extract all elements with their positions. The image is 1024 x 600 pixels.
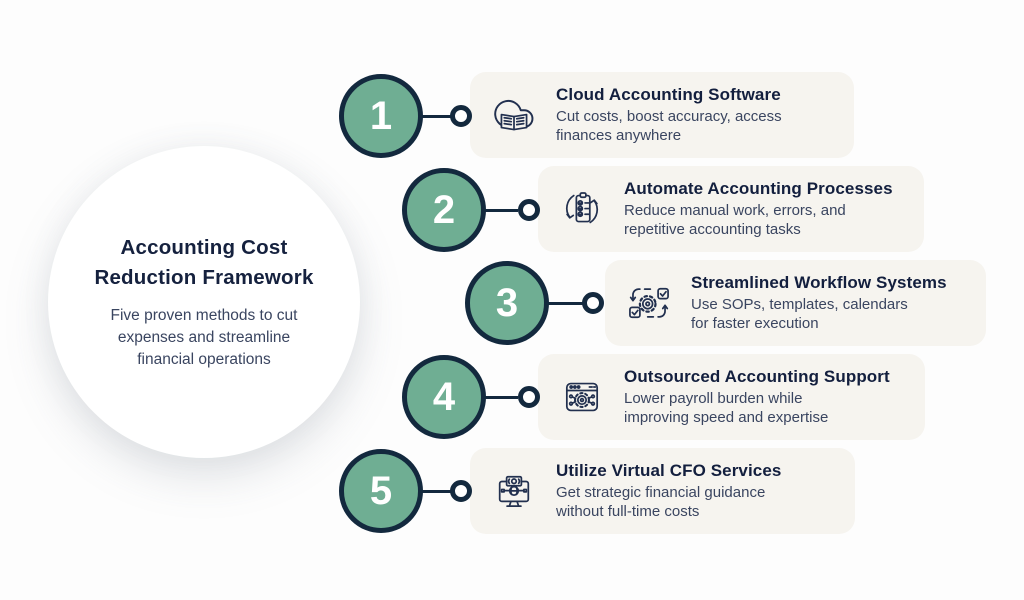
step-description: Get strategic financial guidance without… [556, 483, 766, 520]
cloud-book-icon [488, 89, 540, 141]
step-3-card: Streamlined Workflow Systems Use SOPs, t… [605, 260, 986, 346]
step-title: Cloud Accounting Software [556, 84, 781, 104]
connector-line [482, 208, 518, 212]
step-5-card: Utilize Virtual CFO Services Get strateg… [470, 448, 855, 534]
monitor-money-icon [488, 465, 540, 517]
step-text: Automate Accounting Processes Reduce man… [624, 179, 893, 240]
step-title: Streamlined Workflow Systems [691, 272, 947, 292]
step-description: Reduce manual work, errors, and repetiti… [624, 201, 846, 238]
workflow-gear-icon [623, 277, 675, 329]
step-number: 1 [369, 94, 393, 138]
step-4-number-circle: 4 [402, 355, 486, 439]
step-1-card: Cloud Accounting Software Cut costs, boo… [470, 72, 854, 158]
page-title: Accounting Cost Reduction Framework [94, 236, 314, 289]
page-subtitle: Five proven methods to cut expenses and … [110, 306, 298, 368]
step-4-card: Outsourced Accounting Support Lower payr… [538, 354, 925, 440]
connector-ring [450, 480, 472, 502]
step-title: Utilize Virtual CFO Services [556, 460, 782, 480]
connector-line [419, 114, 455, 118]
step-text: Cloud Accounting Software Cut costs, boo… [556, 85, 782, 146]
connector-ring [518, 199, 540, 221]
step-number: 5 [369, 469, 393, 513]
connector-line [482, 395, 518, 399]
hero-circle: Accounting Cost Reduction Framework Five… [48, 146, 360, 458]
connector-ring [582, 292, 604, 314]
step-number: 2 [432, 188, 456, 232]
step-text: Streamlined Workflow Systems Use SOPs, t… [691, 273, 947, 334]
browser-gear-icon [556, 371, 608, 423]
connector-ring [450, 105, 472, 127]
step-2-number-circle: 2 [402, 168, 486, 252]
step-number: 3 [495, 281, 519, 325]
step-description: Cut costs, boost accuracy, access financ… [556, 107, 782, 144]
step-description: Use SOPs, templates, calendars for faste… [691, 295, 908, 332]
step-text: Outsourced Accounting Support Lower payr… [624, 367, 890, 428]
step-title: Outsourced Accounting Support [624, 366, 890, 386]
clipboard-sync-icon [556, 183, 608, 235]
step-title: Automate Accounting Processes [624, 178, 893, 198]
step-description: Lower payroll burden while improving spe… [624, 389, 829, 426]
step-3-number-circle: 3 [465, 261, 549, 345]
step-1-number-circle: 1 [339, 74, 423, 158]
step-5-number-circle: 5 [339, 449, 423, 533]
step-2-card: Automate Accounting Processes Reduce man… [538, 166, 924, 252]
step-number: 4 [432, 375, 456, 419]
connector-line [545, 301, 583, 305]
step-text: Utilize Virtual CFO Services Get strateg… [556, 461, 781, 522]
connector-line [419, 489, 455, 493]
connector-ring [518, 386, 540, 408]
